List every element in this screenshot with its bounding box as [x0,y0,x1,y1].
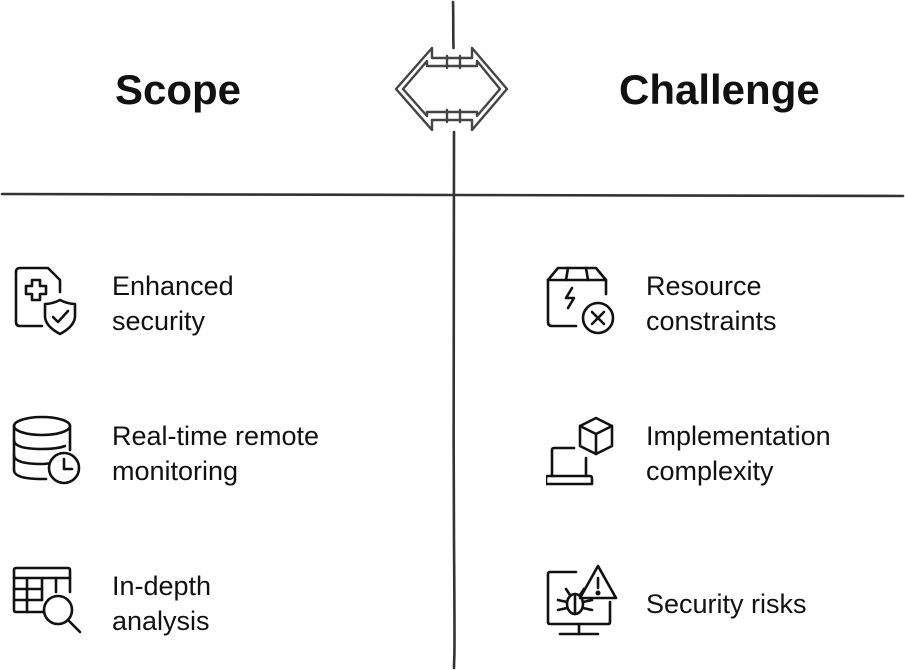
box-cancel-icon [546,266,615,335]
laptop-cube-icon [546,416,614,486]
monitor-bug-warning-icon [546,564,618,636]
double-arrow-icon [394,46,509,132]
challenge-heading: Challenge [619,66,820,113]
challenge-item-label: Implementation complexity [646,421,831,486]
scope-item-enhanced-security: Enhanced security [12,264,412,344]
challenge-item-label: Resource constraints [646,271,777,336]
challenge-item-resource-constraints: Resource constraints [546,264,901,344]
vertical-divider-top [451,0,455,50]
scope-item-label: Real-time remote monitoring [112,421,320,486]
scope-item-in-depth-analysis: In-depth analysis [12,564,412,644]
scope-item-label: In-depth analysis [112,571,212,636]
database-clock-icon [12,415,81,485]
scope-item-real-time-monitoring: Real-time remote monitoring [12,414,412,494]
vertical-divider-bottom [452,130,456,670]
challenge-item-security-risks: Security risks [546,564,901,644]
medical-shield-icon [14,266,77,336]
challenge-item-implementation-complexity: Implementation complexity [546,414,901,494]
challenge-item-label: Security risks [646,588,807,619]
scope-item-label: Enhanced security [112,271,234,336]
scope-heading: Scope [115,66,242,113]
table-search-icon [12,566,82,634]
horizontal-divider [0,192,905,198]
